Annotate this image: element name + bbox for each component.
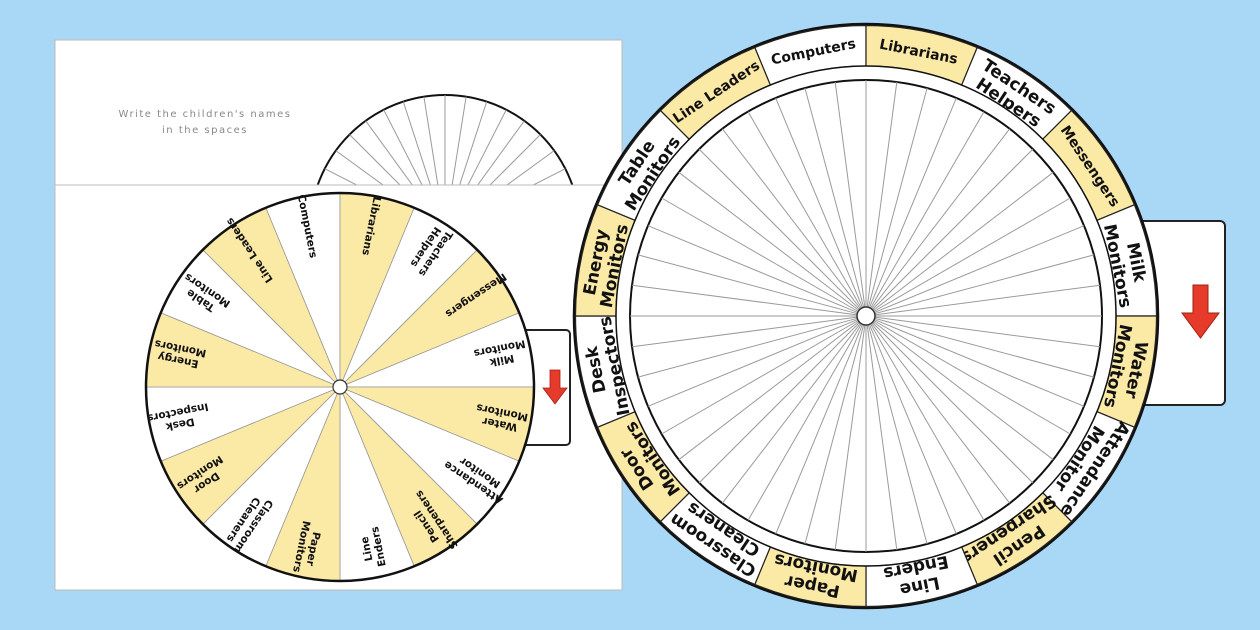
instruction-text-line1: Write the children's names bbox=[119, 109, 292, 120]
name-space-divider bbox=[721, 322, 861, 504]
name-space-divider bbox=[631, 284, 858, 316]
name-space-divider bbox=[678, 321, 860, 461]
name-space-divider bbox=[872, 321, 1054, 461]
name-space-divider bbox=[775, 97, 864, 308]
name-space-divider bbox=[868, 97, 957, 308]
name-space-divider bbox=[698, 322, 860, 484]
name-space-divider bbox=[631, 316, 858, 348]
name-space-divider bbox=[866, 324, 898, 551]
name-space-divider bbox=[637, 317, 858, 378]
name-space-divider bbox=[647, 318, 858, 407]
name-space-divider bbox=[335, 150, 384, 185]
name-space-divider bbox=[349, 134, 401, 185]
name-space-divider bbox=[873, 197, 1071, 312]
arrow-down-icon bbox=[1181, 284, 1220, 339]
name-space-divider bbox=[721, 128, 861, 310]
name-space-divider bbox=[874, 318, 1085, 407]
name-space-divider bbox=[867, 87, 928, 308]
back-name-wheel bbox=[316, 94, 574, 185]
name-space-divider bbox=[324, 168, 358, 185]
name-space-divider bbox=[747, 111, 862, 309]
name-space-divider bbox=[775, 324, 864, 535]
name-space-divider bbox=[874, 225, 1085, 314]
name-space-divider bbox=[872, 322, 1034, 484]
name-space-divider bbox=[506, 150, 555, 185]
name-space-divider bbox=[873, 320, 1071, 435]
name-space-divider bbox=[874, 254, 1095, 315]
name-space-divider bbox=[868, 324, 957, 535]
name-space-divider bbox=[834, 324, 866, 551]
name-space-divider bbox=[661, 197, 859, 312]
name-space-divider bbox=[866, 81, 898, 308]
name-space-divider bbox=[661, 320, 859, 435]
name-space-divider bbox=[489, 134, 541, 185]
small-wheel-label-line: Desk bbox=[164, 415, 196, 433]
name-space-divider bbox=[871, 128, 1011, 310]
name-space-divider bbox=[747, 323, 862, 521]
name-space-divider bbox=[451, 96, 467, 185]
arrow-down-icon bbox=[542, 369, 568, 405]
name-space-divider bbox=[365, 120, 413, 185]
name-space-divider bbox=[867, 324, 928, 545]
name-space-divider bbox=[874, 284, 1101, 316]
big-wheel-center-pin[interactable] bbox=[856, 306, 876, 326]
name-space-divider bbox=[423, 96, 439, 185]
name-space-divider bbox=[872, 148, 1034, 310]
name-space-divider bbox=[467, 109, 507, 185]
name-space-divider bbox=[647, 225, 858, 314]
small-wheel-rim bbox=[144, 191, 536, 583]
name-space-divider bbox=[834, 81, 866, 308]
small-wheel-label-line: Milk bbox=[488, 352, 515, 369]
name-space-divider bbox=[870, 323, 985, 521]
name-space-divider bbox=[678, 171, 860, 311]
name-space-divider bbox=[383, 109, 423, 185]
instruction-text-line2: in the spaces bbox=[162, 125, 248, 136]
name-space-divider bbox=[477, 120, 525, 185]
name-space-divider bbox=[698, 148, 860, 310]
name-space-divider bbox=[874, 316, 1101, 348]
name-space-divider bbox=[637, 254, 858, 315]
small-wheel-label-line: Line bbox=[359, 535, 376, 562]
name-space-divider bbox=[804, 87, 865, 308]
name-space-divider bbox=[459, 101, 488, 185]
name-space-divider bbox=[402, 101, 431, 185]
name-space-divider bbox=[872, 171, 1054, 311]
name-space-divider bbox=[874, 317, 1095, 378]
name-space-divider bbox=[804, 324, 865, 545]
name-space-divider bbox=[532, 168, 566, 185]
name-space-divider bbox=[871, 322, 1011, 504]
name-space-divider bbox=[870, 111, 985, 309]
small-wheel-center-pin[interactable] bbox=[332, 379, 348, 395]
